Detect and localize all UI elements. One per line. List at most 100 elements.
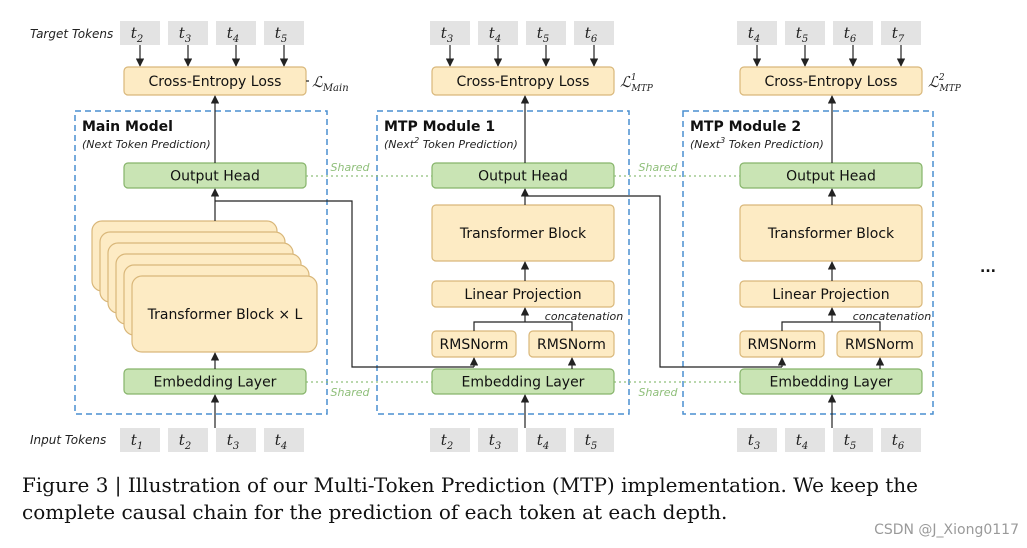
mtp1-cross-entropy-box: Cross-Entropy Loss	[431, 66, 615, 96]
main-transformer-stack: Transformer Block × L	[91, 220, 318, 353]
mtp2-linear-projection-label: Linear Projection	[772, 287, 889, 303]
main-input-token-3-subscript: 3	[233, 441, 239, 452]
mtp2-target-token-2-cell	[785, 21, 825, 45]
mtp2-target-token-1-subscript: 4	[753, 34, 760, 45]
mtp2-target-token-1-cell	[737, 21, 777, 45]
mtp2-target-token-3: t6	[833, 21, 873, 45]
mtp2-embedding-layer-label: Embedding Layer	[770, 375, 893, 391]
main-target-token-2-cell	[168, 21, 208, 45]
mtp2-input-token-1-cell	[737, 428, 777, 452]
mtp1-target-token-1: t3	[430, 21, 470, 45]
mtp2-rmsnorm-right-label: RMSNorm	[845, 337, 914, 353]
mtp1-target-token-3-cell	[526, 21, 566, 45]
main-target-token-3-cell	[216, 21, 256, 45]
mtp-module-1-title: MTP Module 1	[384, 119, 495, 135]
main-target-token-1: t2	[120, 21, 160, 45]
mtp2-concat-merge	[781, 321, 881, 331]
mtp2-input-token-2-subscript: 4	[801, 441, 808, 452]
mtp2-target-token-1: t4	[737, 21, 777, 45]
mtp1-output-head: Output Head	[431, 162, 615, 189]
mtp2-target-token-3-subscript: 6	[850, 34, 857, 45]
mtp1-linear-projection: Linear Projection	[431, 280, 615, 308]
mtp2-rmsnorm-left: RMSNorm	[739, 330, 825, 358]
main-input-token-2-subscript: 2	[184, 441, 191, 452]
mtp1-input-token-1-subscript: 2	[446, 441, 453, 452]
main-embedding-layer-label: Embedding Layer	[154, 375, 277, 391]
mtp-module-1-subtitle: (Next2 Token Prediction)	[384, 136, 518, 151]
mtp2-input-token-4-cell	[881, 428, 921, 452]
mtp2-target-token-4: t7	[881, 21, 921, 45]
mtp1-transformer-block-shape	[431, 204, 615, 262]
mtp1-rmsnorm-right-label: RMSNorm	[537, 337, 606, 353]
mtp1-target-token-4-cell	[574, 21, 614, 45]
main-output-head: Output Head	[123, 162, 307, 189]
main-cross-entropy-box: Cross-Entropy Loss	[123, 66, 307, 96]
main-input-token-4: t4	[264, 428, 304, 452]
subtitle-superscript: 3	[720, 136, 725, 145]
main-embedding-layer: Embedding Layer	[123, 368, 307, 395]
main-target-token-4-subscript: 5	[281, 34, 287, 45]
main-target-token-1-subscript: 2	[136, 34, 143, 45]
mtp2-output-head: Output Head	[739, 162, 923, 189]
mtp2-concatenation-label: concatenation	[853, 310, 931, 323]
main-input-token-1: t1	[120, 428, 160, 452]
shared-label-embed-2: Shared	[639, 386, 679, 399]
mtp1-input-token-4-subscript: 5	[591, 441, 597, 452]
main-target-token-4-cell	[264, 21, 304, 45]
main-input-token-2-cell	[168, 428, 208, 452]
caption-line-1: Figure 3 | Illustration of our Multi-Tok…	[22, 473, 918, 497]
target-tokens-label: Target Tokens	[30, 27, 113, 41]
mtp2-input-token-1-subscript: 3	[754, 441, 760, 452]
subtitle-rest: Token Prediction)	[725, 138, 824, 151]
subtitle-superscript: 2	[414, 136, 419, 145]
mtp1-rmsnorm-right: RMSNorm	[528, 330, 615, 358]
loss-superscript: 1	[631, 73, 637, 83]
main-input-token-3: t3	[216, 428, 256, 452]
mtp2-input-token-1: t3	[737, 428, 777, 452]
mtp2-rmsnorm-right: RMSNorm	[836, 330, 923, 358]
shared-label-head-2: Shared	[639, 161, 679, 174]
mtp2-target-token-4-subscript: 7	[898, 34, 905, 45]
mtp2-input-token-2: t4	[785, 428, 825, 452]
main-input-token-2: t2	[168, 428, 208, 452]
mtp-module-1-panel	[376, 110, 630, 415]
mtp1-concat-merge	[473, 321, 573, 331]
main-input-token-1-cell	[120, 428, 160, 452]
mtp2-target-token-2-subscript: 5	[802, 34, 808, 45]
mtp1-rmsnorm-left-label: RMSNorm	[440, 337, 509, 353]
stack-label: Transformer Block × L	[147, 307, 303, 323]
mtp2-input-token-3-cell	[833, 428, 873, 452]
mtp2-target-token-3-cell	[833, 21, 873, 45]
mtp1-target-token-2: t4	[478, 21, 518, 45]
mtp1-rmsnorm-left: RMSNorm	[431, 330, 517, 358]
mtp1-target-token-4: t6	[574, 21, 614, 45]
main-target-token-2: t3	[168, 21, 208, 45]
mtp-module-2-title: MTP Module 2	[690, 119, 801, 135]
main-input-token-4-subscript: 4	[280, 441, 287, 452]
mtp1-input-token-2: t3	[478, 428, 518, 452]
mtp2-input-token-3-subscript: 5	[850, 441, 856, 452]
main-target-token-2-subscript: 3	[185, 34, 191, 45]
mtp2-target-token-4-cell	[881, 21, 921, 45]
mtp2-input-token-4-subscript: 6	[898, 441, 905, 452]
mtp1-input-token-3-cell	[526, 428, 566, 452]
mtp1-transformer-block-label: Transformer Block	[459, 226, 587, 242]
mtp1-to-mtp2-hidden-link	[525, 195, 782, 368]
mtp1-input-token-3: t4	[526, 428, 566, 452]
mtp1-target-token-1-cell	[430, 21, 470, 45]
mtp2-target-token-2: t5	[785, 21, 825, 45]
mtp2-transformer-block: Transformer Block	[739, 204, 923, 262]
mtp1-input-token-1-cell	[430, 428, 470, 452]
main-model-panel	[74, 110, 328, 415]
mtp2-cross-entropy-box: Cross-Entropy Loss	[739, 66, 923, 96]
main-cross-entropy-box-label: Cross-Entropy Loss	[149, 74, 282, 90]
main-loss-label: ℒMain	[312, 73, 349, 94]
main-model-title: Main Model	[82, 119, 173, 135]
mtp2-cross-entropy-box-label: Cross-Entropy Loss	[765, 74, 898, 90]
mtp2-embedding-layer-shape	[739, 368, 923, 395]
watermark: CSDN @J_Xiong0117	[874, 522, 1019, 538]
mtp1-input-token-4-cell	[574, 428, 614, 452]
